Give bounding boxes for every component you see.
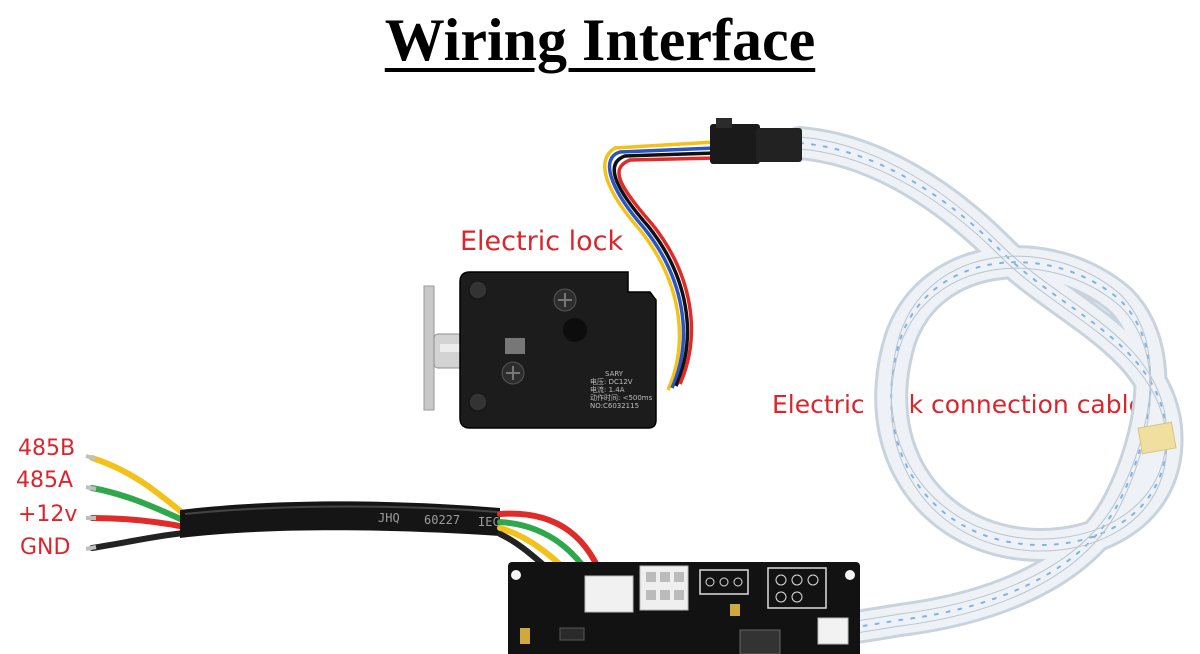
round-cable xyxy=(180,501,500,538)
lock-plate-text: SARY 电压: DC12V 电流: 1.4A 动作时间: <500ms NO:… xyxy=(590,370,653,410)
control-board xyxy=(508,562,860,654)
wire-label-485b: 485B xyxy=(18,436,76,461)
electric-lock-label: Electric lock xyxy=(460,226,624,257)
wire-label-12v: +12v xyxy=(18,502,78,527)
wire-label-485a: 485A xyxy=(16,468,74,493)
svg-text:电流: 1.4A: 电流: 1.4A xyxy=(590,385,625,394)
svg-text:JHQ: JHQ xyxy=(378,511,400,525)
svg-text:SARY: SARY xyxy=(605,370,624,378)
svg-text:电压: DC12V: 电压: DC12V xyxy=(590,377,633,386)
lock-lead-wires xyxy=(603,140,716,391)
cable-jacket-text: JHQ 60227 IEC xyxy=(378,511,500,529)
svg-text:动作时间: <500ms: 动作时间: <500ms xyxy=(590,393,653,402)
cable-wire-ends xyxy=(89,455,188,551)
svg-text:IEC: IEC xyxy=(478,515,500,529)
page-title: Wiring Interface xyxy=(384,7,816,73)
svg-text:60227: 60227 xyxy=(424,513,460,527)
wire-label-gnd: GND xyxy=(20,535,71,560)
wire-tips xyxy=(85,454,97,551)
electric-lock xyxy=(423,271,657,429)
lock-connector xyxy=(710,118,802,164)
svg-text:NO:C6032115: NO:C6032115 xyxy=(590,402,639,410)
connection-cable-label: Electric lock connection cable xyxy=(772,390,1144,419)
cable-tape xyxy=(1137,421,1177,455)
ribbon-cable xyxy=(783,126,1184,647)
